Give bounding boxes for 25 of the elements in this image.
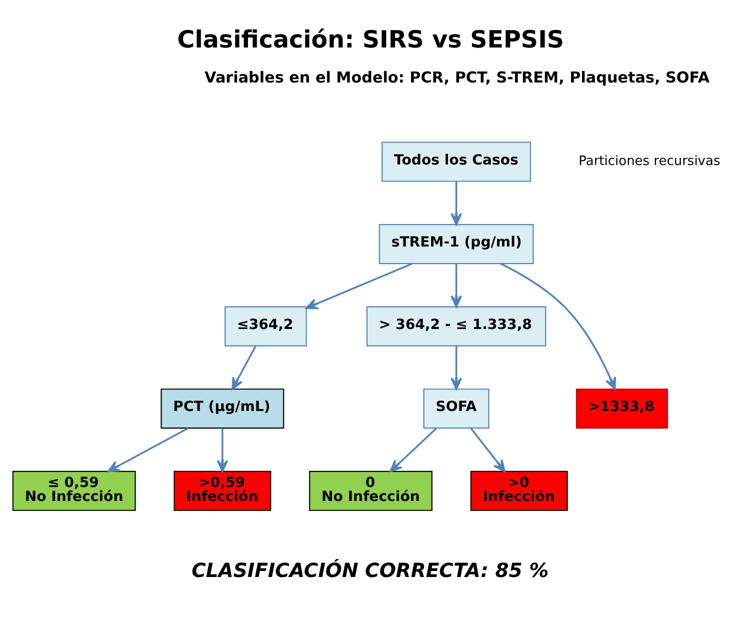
- arrow: [306, 262, 412, 309]
- node-box: >1333,8: [576, 388, 668, 428]
- node-box: SOFA: [423, 388, 490, 428]
- label: Variables en el Modelo: PCR, PCT, S-TREM, Plaquetas, SOFA: [204, 68, 710, 86]
- diagram-title: Clasificación: SIRS vs SEPSIS: [177, 25, 564, 54]
- arrow: [216, 428, 228, 472]
- node-box: >0 Infección: [470, 470, 568, 510]
- node-box: ≤364,2: [224, 306, 307, 346]
- node-box: PCT (µg/mL): [160, 388, 284, 428]
- arrow: [450, 180, 462, 225]
- node-box: ≤ 0,59 No Infección: [12, 470, 136, 510]
- label: Particiones recursivas: [578, 154, 720, 169]
- caption: CLASIFICACIÓN CORRECTA: 85 %: [192, 558, 549, 582]
- node-box: Todos los Casos: [382, 141, 532, 182]
- arrow: [470, 427, 506, 472]
- node-box: 0 No Infección: [309, 470, 432, 510]
- arrow: [450, 263, 462, 308]
- arrow: [390, 427, 438, 472]
- arrow: [232, 345, 256, 390]
- node-box: > 364,2 - ≤ 1.333,8: [366, 306, 546, 346]
- node-box: sTREM-1 (pg/ml): [378, 224, 534, 264]
- arrow: [500, 262, 616, 390]
- arrow: [107, 427, 188, 472]
- arrow: [450, 345, 462, 390]
- node-box: >0,59 Infección: [174, 470, 272, 510]
